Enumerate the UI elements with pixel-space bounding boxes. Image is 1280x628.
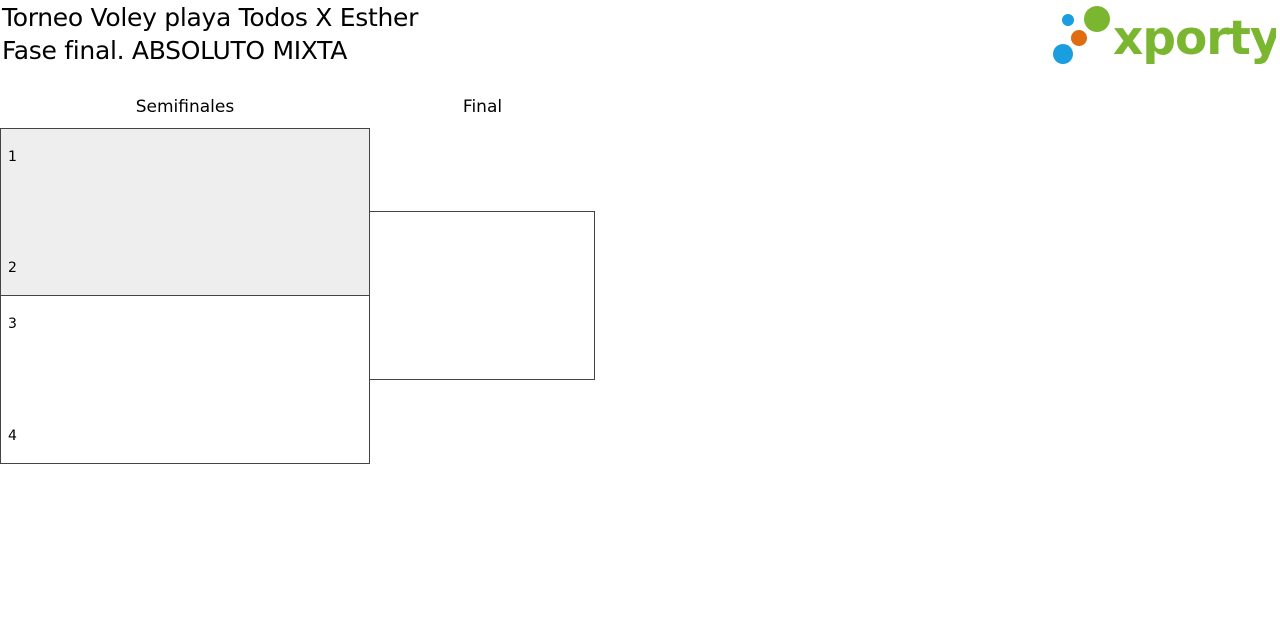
round-header-final: Final [462,97,503,117]
xporty-logo: xporty [1053,6,1276,66]
final-match[interactable] [369,211,595,380]
seed-label: 2 [8,260,17,276]
logo-wordmark: xporty [1113,11,1276,66]
semifinal-match-2[interactable]: 3 4 [0,295,370,464]
logo-dot-green-large [1084,6,1110,32]
logo-dot-orange [1071,30,1087,46]
seed-label: 1 [8,149,17,165]
seed-label: 4 [8,428,17,444]
page-title: Torneo Voley playa Todos X Esther [2,3,419,32]
round-header-semifinals: Semifinales [135,97,235,117]
seed-label: 3 [8,316,17,332]
logo-dot-blue-small [1062,14,1074,26]
page-subtitle: Fase final. ABSOLUTO MIXTA [2,36,348,65]
semifinal-match-1[interactable]: 1 2 [0,128,370,296]
logo-dot-blue-large [1053,44,1073,64]
